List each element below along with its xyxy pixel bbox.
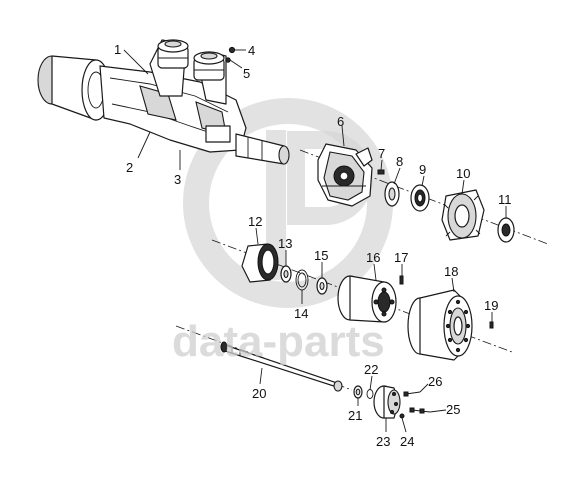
callout-16: 16 [366,250,380,265]
callout-26: 26 [428,374,442,389]
plug-24 [399,413,405,419]
brake-assembly-6 [317,143,373,207]
callout-5: 5 [243,66,250,81]
callout-9: 9 [419,162,426,177]
hub-cap-23 [373,385,401,419]
axle-housing-assembly [37,39,290,165]
screw-25 [409,407,431,414]
callout-12: 12 [248,214,262,229]
ring-22 [366,389,374,399]
seal-ring-8 [384,181,400,207]
bearing-9 [410,184,430,212]
bolt-4 [228,46,236,54]
callout-8: 8 [396,154,403,169]
screw-26 [403,391,421,397]
callout-3: 3 [174,172,181,187]
washer-5 [225,57,231,63]
wheel-hub-10 [441,189,485,241]
watermark-text: data-parts [172,317,385,366]
callout-6: 6 [337,114,344,129]
stud-17 [399,275,404,285]
callout-2: 2 [126,160,133,175]
callout-7: 7 [378,146,385,161]
callout-18: 18 [444,264,458,279]
drive-shaft-20 [220,341,343,392]
callout-11: 11 [498,192,512,207]
callout-4: 4 [248,43,255,58]
callout-25: 25 [446,402,460,417]
callout-17: 17 [394,250,408,265]
planetary-hub-16 [337,275,397,323]
pin-7 [377,169,385,175]
callout-15: 15 [314,248,328,263]
callout-22: 22 [364,362,378,377]
bolt-19 [489,321,494,329]
bearing-ring-11 [497,217,515,243]
washer-21 [353,385,363,399]
callout-20: 20 [252,386,266,401]
brake-chamber-right [193,51,225,81]
callout-14: 14 [294,306,308,321]
callout-24: 24 [400,434,414,449]
callout-23: 23 [376,434,390,449]
o-ring-14 [295,269,309,291]
leader-lines [123,49,507,433]
washer-13 [280,265,292,283]
brake-drum-18 [407,289,473,361]
callout-labels: 1 2 3 4 5 6 7 8 9 10 11 12 13 14 15 16 1… [114,42,512,449]
callout-10: 10 [456,166,470,181]
ring-gear-12 [241,243,279,283]
callout-13: 13 [278,236,292,251]
brake-chamber-left [157,39,189,69]
washer-15 [316,277,328,295]
callout-19: 19 [484,298,498,313]
callout-1: 1 [114,42,121,57]
callout-21: 21 [348,408,362,423]
